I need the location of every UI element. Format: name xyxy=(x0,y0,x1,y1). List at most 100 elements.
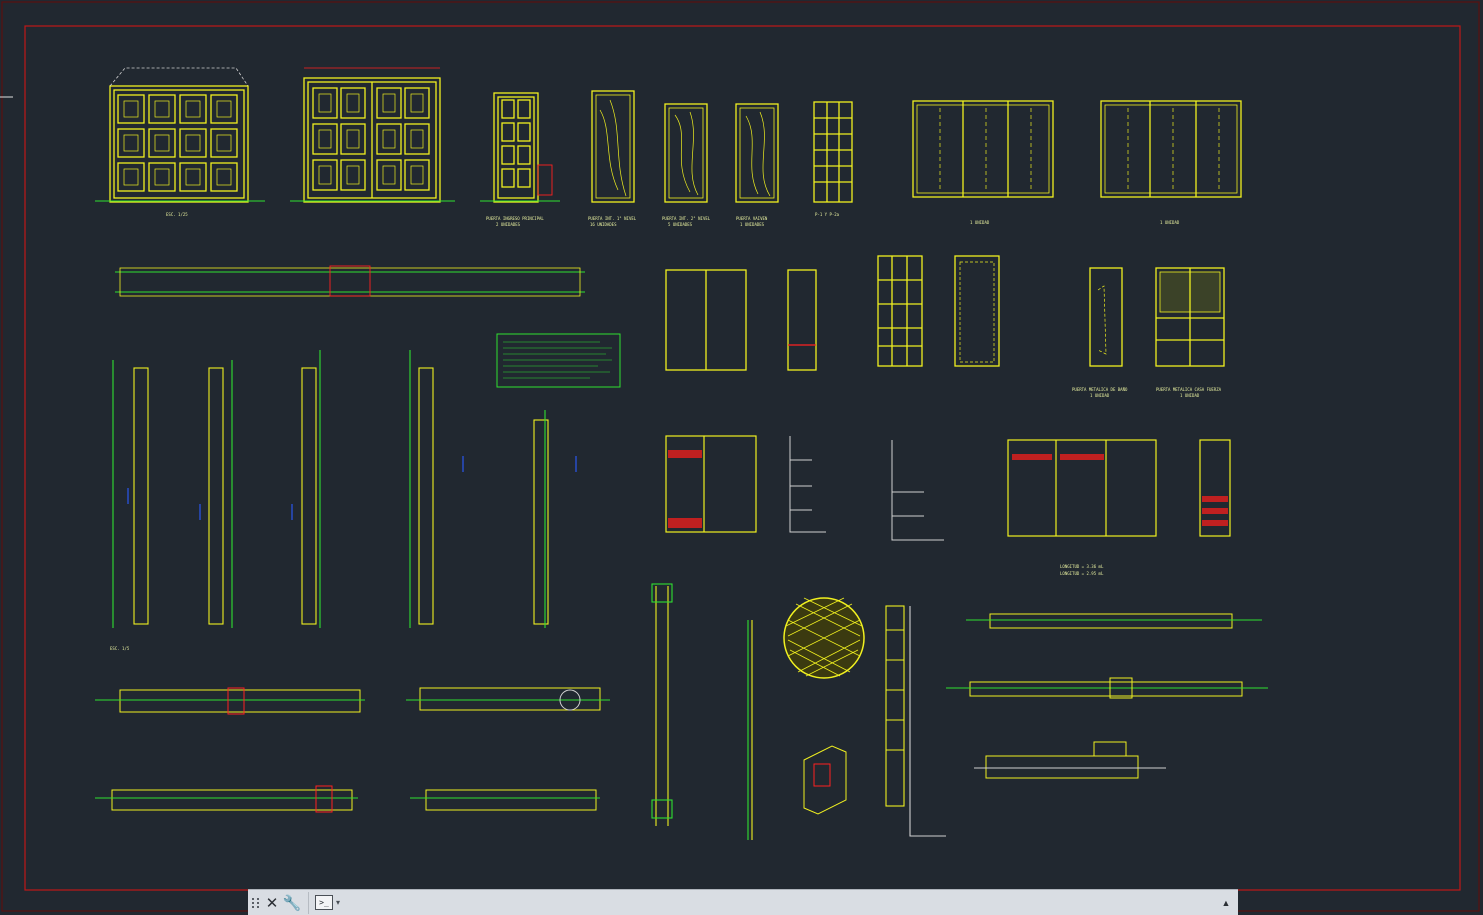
notes-box xyxy=(496,333,621,388)
door-panel-inset xyxy=(216,168,232,186)
vertical-detail-tall xyxy=(651,583,673,826)
door-panel-inset xyxy=(382,165,396,185)
expand-history-icon[interactable]: ▲ xyxy=(1221,897,1231,908)
door-panel-inset xyxy=(123,134,139,152)
narrow-door-elevation xyxy=(787,269,817,371)
door-panel xyxy=(312,123,338,155)
door-panel-inset xyxy=(185,168,201,186)
glazed-door-p1 xyxy=(813,101,853,203)
double-door-elevation xyxy=(665,269,747,371)
door-panel-inset xyxy=(154,168,170,186)
closet-section-2 xyxy=(891,440,944,541)
door-panel-inset xyxy=(123,100,139,118)
door-panel-inset xyxy=(318,165,332,185)
door-panel-inset xyxy=(346,165,360,185)
top-row-labels: PUERTA INGRESO PRINCIPAL 2 UNIDADES PUER… xyxy=(486,212,1180,227)
horizontal-section-6 xyxy=(966,613,1262,629)
door-panel xyxy=(404,123,430,155)
door-panel xyxy=(117,94,145,124)
door-panel-inset xyxy=(346,93,360,113)
vertical-detail-3 xyxy=(885,605,946,837)
door-panel-inset xyxy=(318,129,332,149)
svg-text:PUERTA METALICA DE BAÑO: PUERTA METALICA DE BAÑO xyxy=(1072,387,1128,392)
door-panel-inset xyxy=(123,168,139,186)
svg-text:PUERTA METALICA CASA FUERZA: PUERTA METALICA CASA FUERZA xyxy=(1156,387,1222,392)
door-panel-inset xyxy=(382,93,396,113)
door-panel xyxy=(312,159,338,191)
notes-lines xyxy=(503,341,612,379)
door-panel-inset xyxy=(154,100,170,118)
door-panel xyxy=(501,168,515,188)
swing-door xyxy=(735,103,779,203)
door-panel-inset xyxy=(216,100,232,118)
door-panel xyxy=(376,123,402,155)
horizontal-section-7 xyxy=(946,677,1268,699)
horizontal-section-2 xyxy=(95,687,365,715)
wrench-icon[interactable]: 🔧 xyxy=(282,893,302,912)
vertical-detail-2 xyxy=(747,620,753,840)
door-panel xyxy=(517,145,531,165)
door-panel-inset xyxy=(216,134,232,152)
close-icon[interactable]: ✕ xyxy=(265,893,279,912)
door-panel-inset xyxy=(410,93,424,113)
main-door-elevation-2 xyxy=(290,67,455,203)
svg-text:16 UNIDADES: 16 UNIDADES xyxy=(590,222,617,227)
powerhouse-door xyxy=(1155,267,1225,367)
door-panel xyxy=(148,128,176,158)
horizontal-section-5 xyxy=(410,789,600,811)
vertical-sections xyxy=(112,350,577,628)
interior-door-1 xyxy=(591,90,635,203)
closet-elevation-3 xyxy=(1199,439,1231,537)
sliding-panel-1 xyxy=(912,100,1054,198)
door-panel xyxy=(404,159,430,191)
door-panel-inset xyxy=(185,100,201,118)
closet-elevation-1 xyxy=(665,435,757,533)
closet-section-1 xyxy=(789,436,826,533)
svg-text:5 UNIDADES: 5 UNIDADES xyxy=(668,222,693,227)
scale-labels: ESC. 1/25 ESC. 1/5 xyxy=(110,212,188,651)
svg-text:2 UNIDADES: 2 UNIDADES xyxy=(496,222,521,227)
command-prompt-button[interactable]: >_ ▾ xyxy=(308,891,341,914)
mesh-circle xyxy=(783,597,865,679)
door-panel xyxy=(179,162,207,192)
door-panel xyxy=(148,162,176,192)
svg-text:1 UNIDAD: 1 UNIDAD xyxy=(1180,393,1200,398)
middle-right-labels: PUERTA METALICA DE BAÑO 1 UNIDAD PUERTA … xyxy=(1072,387,1222,398)
interior-door-2 xyxy=(664,103,708,203)
door-panel xyxy=(376,159,402,191)
drag-handle[interactable] xyxy=(252,892,262,914)
main-door-elevation-1 xyxy=(95,67,265,203)
svg-text:ESC. 1/5: ESC. 1/5 xyxy=(110,646,130,651)
door-panel xyxy=(210,94,238,124)
command-line-bar: ✕ 🔧 >_ ▾ ▲ xyxy=(248,889,1238,915)
chevron-down-icon: ▾ xyxy=(336,898,341,907)
door-panel-inset xyxy=(185,134,201,152)
door-panel xyxy=(210,162,238,192)
horizontal-section-8 xyxy=(974,741,1166,779)
horizontal-section-1 xyxy=(115,265,585,297)
svg-text:LONGITUD = 3.36 mL: LONGITUD = 3.36 mL xyxy=(1060,564,1104,569)
sliding-panel-2 xyxy=(1100,100,1242,198)
door-panel xyxy=(501,99,515,119)
door-panel xyxy=(501,122,515,142)
svg-text:1 UNIDAD: 1 UNIDAD xyxy=(1090,393,1110,398)
door-panel-inset xyxy=(410,129,424,149)
entry-door-elevation xyxy=(480,92,560,203)
svg-text:PUERTA INT. 1° NIVEL: PUERTA INT. 1° NIVEL xyxy=(588,216,637,221)
svg-text:PUERTA INT. 2° NIVEL: PUERTA INT. 2° NIVEL xyxy=(662,216,711,221)
svg-text:1 UNIDADES: 1 UNIDADES xyxy=(740,222,765,227)
command-prompt-icon: >_ xyxy=(315,895,333,910)
door-panel-inset xyxy=(382,129,396,149)
command-input[interactable] xyxy=(340,891,1218,914)
sheet-border xyxy=(24,25,1461,891)
svg-text:P-1 Y P-2a: P-1 Y P-2a xyxy=(815,212,840,217)
door-panel xyxy=(210,128,238,158)
door-panel xyxy=(312,87,338,119)
door-panel xyxy=(340,87,366,119)
door-panel-inset xyxy=(318,93,332,113)
door-panel xyxy=(517,122,531,142)
closet-elevation-2 xyxy=(1007,439,1157,537)
isometric-detail xyxy=(803,745,847,815)
